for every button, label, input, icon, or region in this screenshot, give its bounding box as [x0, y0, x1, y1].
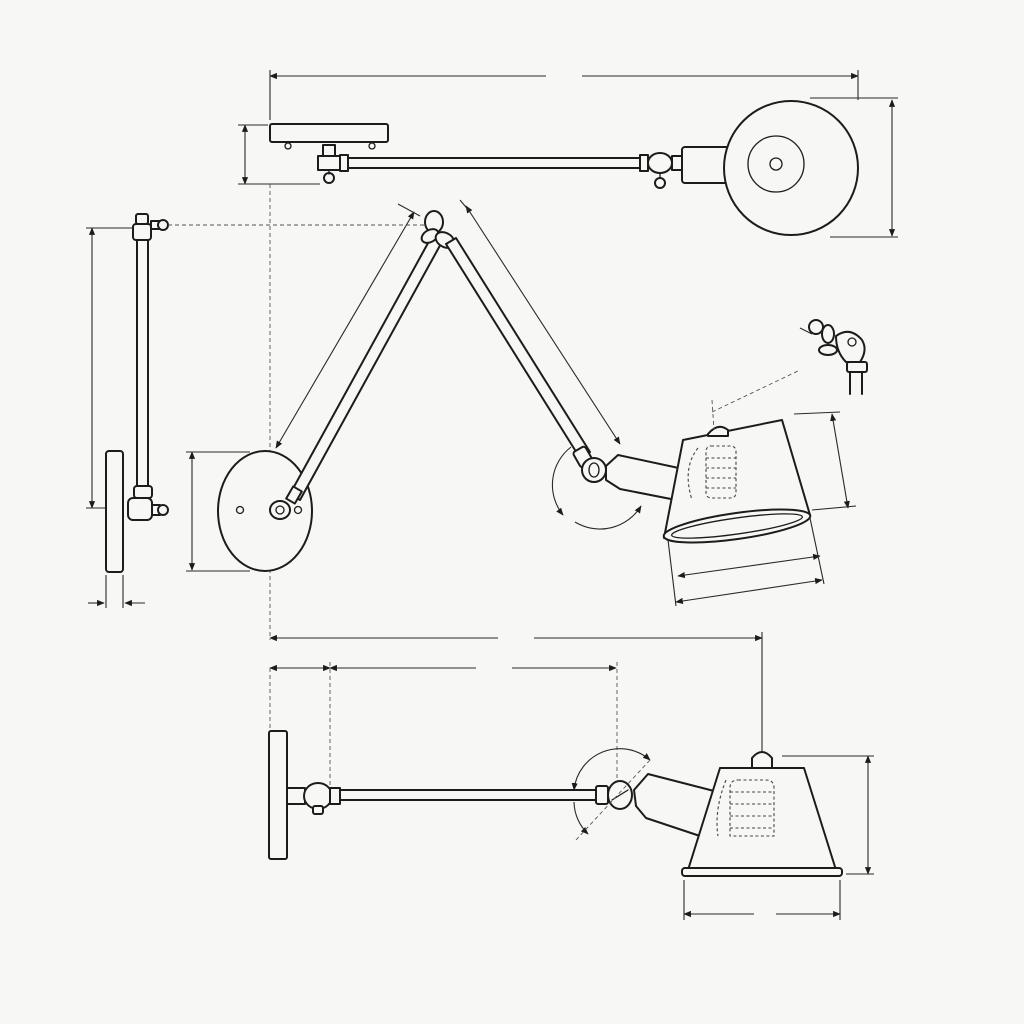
vertical-rod	[136, 239, 149, 489]
elevation-lamp-shade	[687, 767, 837, 871]
front-view-articulated	[186, 199, 857, 607]
lamp-shade-top	[723, 100, 859, 236]
bulb-hidden	[687, 445, 737, 501]
lower-arm	[289, 233, 444, 501]
elevation-view	[268, 632, 874, 920]
dimension-line	[275, 211, 415, 449]
wall-plate-edge	[105, 450, 124, 573]
shade-joint	[581, 457, 607, 483]
dimension-line	[677, 553, 821, 579]
round-back-plate	[217, 450, 313, 572]
elevation-arm-rod	[339, 789, 597, 801]
joint-detail	[799, 319, 868, 395]
upper-arm	[445, 237, 591, 459]
side-view	[86, 213, 430, 608]
dimension-line	[675, 577, 823, 605]
dimension-line	[465, 205, 621, 445]
arm-rod	[347, 157, 641, 169]
dimension-line	[830, 413, 850, 509]
elevation-bulb-hidden	[716, 779, 775, 837]
top-view	[238, 70, 898, 238]
elevation-wall-plate	[268, 730, 288, 860]
knuckle-joint	[317, 155, 341, 171]
mounting-plate	[269, 123, 389, 143]
